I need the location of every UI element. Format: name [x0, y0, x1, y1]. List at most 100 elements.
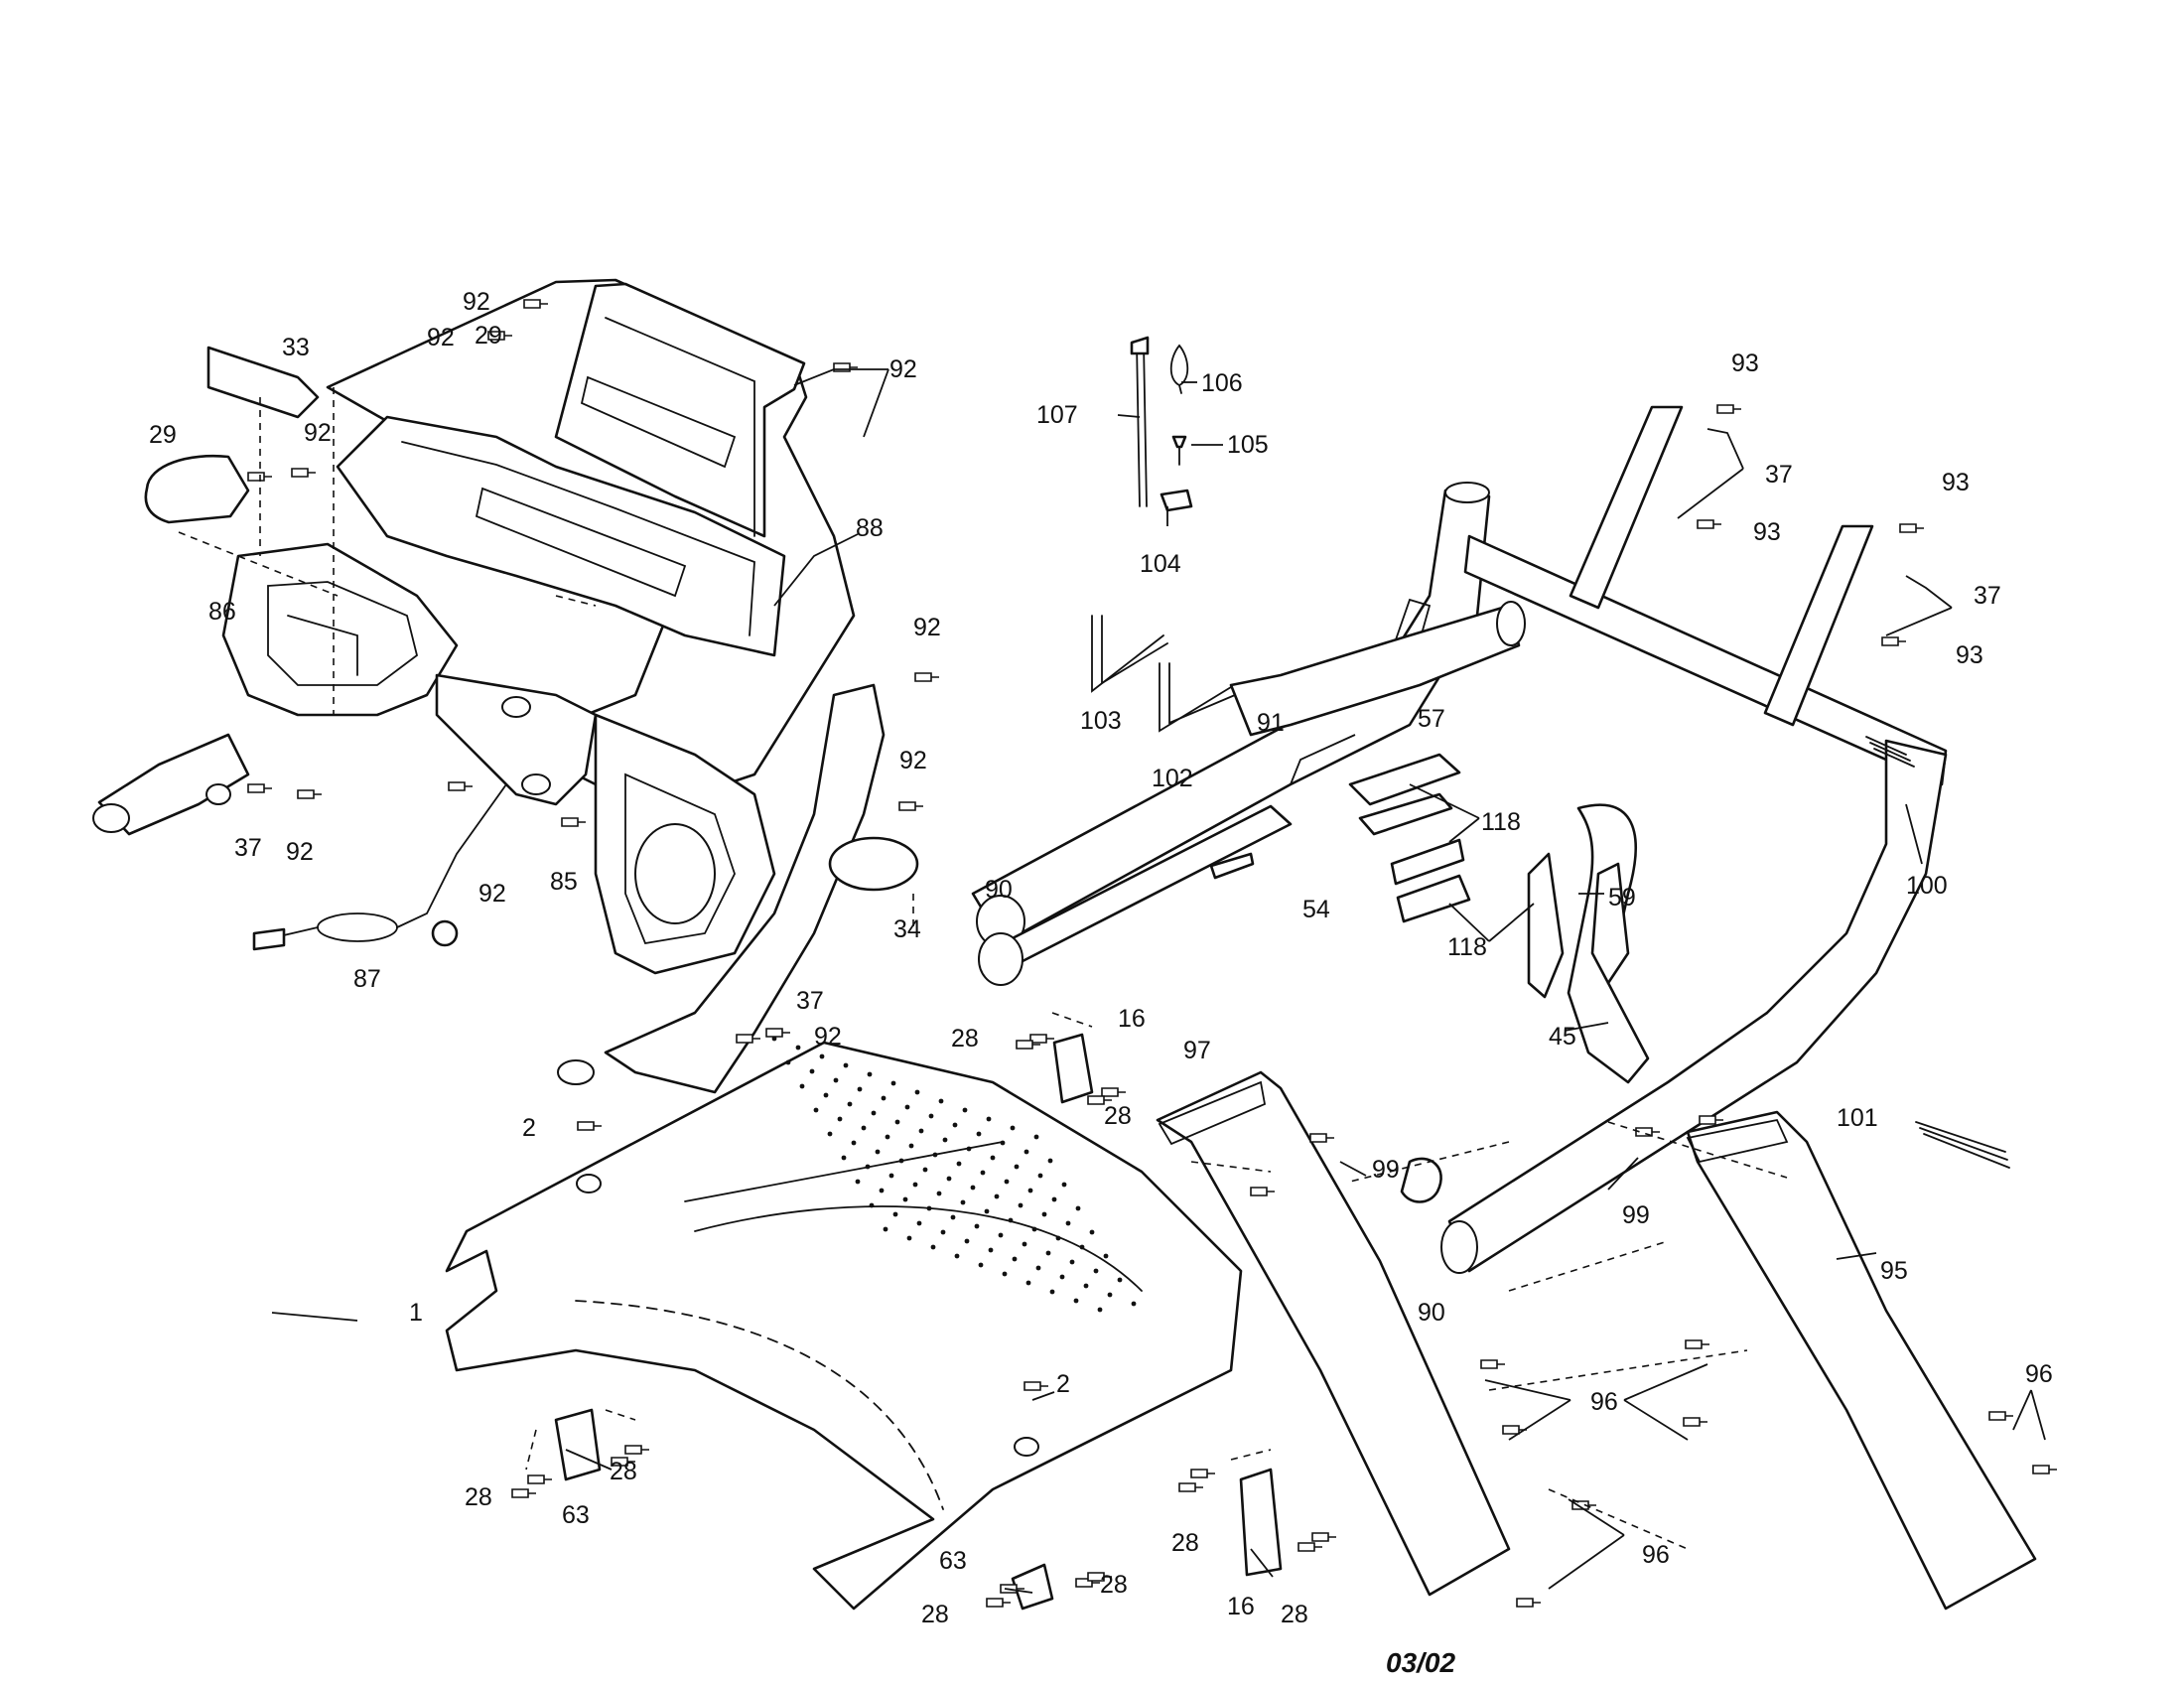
hood-brackets	[525, 1012, 1283, 1611]
screw	[291, 468, 316, 478]
callout-37: 37	[1974, 582, 2001, 610]
screw	[1075, 1578, 1100, 1588]
callout-16: 16	[1227, 1593, 1255, 1620]
vent-dot	[847, 1101, 853, 1107]
screw	[1024, 1381, 1048, 1391]
vent-dot	[1073, 1298, 1079, 1304]
vent-dot	[976, 1131, 982, 1137]
vent-dot	[1055, 1235, 1061, 1241]
vent-dot	[1022, 1241, 1027, 1247]
callout-92: 92	[814, 1023, 842, 1051]
callout-92: 92	[463, 288, 490, 316]
vent-dot	[841, 1155, 847, 1161]
callout-97: 97	[1183, 1037, 1211, 1064]
callout-93: 93	[1956, 641, 1983, 669]
vent-dot	[1027, 1188, 1033, 1193]
callout-2: 2	[522, 1114, 536, 1142]
console-assembly	[92, 278, 886, 1094]
vent-dot	[1065, 1220, 1071, 1226]
vent-dot	[1107, 1292, 1113, 1298]
callout-101: 101	[1837, 1104, 1878, 1132]
screw	[914, 672, 939, 682]
screw	[898, 801, 923, 811]
screw	[765, 1028, 790, 1038]
vent-dot	[1000, 1140, 1006, 1146]
vent-dot	[1024, 1149, 1029, 1155]
vent-dot	[1069, 1259, 1075, 1265]
vent-dot	[926, 1205, 932, 1211]
callout-96: 96	[1642, 1541, 1670, 1569]
callout-34: 34	[893, 915, 921, 943]
vent-dot	[984, 1208, 990, 1214]
vent-dot	[875, 1149, 881, 1155]
callout-92: 92	[478, 880, 506, 908]
callout-37: 37	[234, 834, 262, 862]
callout-86: 86	[208, 598, 236, 626]
vent-dot	[994, 1193, 1000, 1199]
vent-dot	[869, 1202, 875, 1208]
callout-92: 92	[889, 355, 917, 383]
assembly-lines	[178, 387, 1788, 1550]
screw	[1101, 1087, 1126, 1097]
callout-93: 93	[1942, 469, 1970, 496]
handgrip-pads	[144, 346, 320, 524]
screw	[1029, 1034, 1054, 1044]
screw	[1988, 1411, 2013, 1421]
callout-57: 57	[1418, 705, 1445, 733]
callout-28: 28	[1171, 1529, 1199, 1557]
callout-99: 99	[1622, 1201, 1650, 1229]
callout-37: 37	[796, 987, 824, 1015]
vent-dot	[964, 1238, 970, 1244]
screw	[1000, 1584, 1024, 1594]
callout-118: 118	[1447, 933, 1487, 961]
screw	[1699, 1115, 1723, 1125]
screw	[1881, 636, 1906, 646]
screw	[611, 1457, 635, 1467]
callout-92: 92	[304, 419, 332, 447]
screw	[1635, 1127, 1660, 1137]
callout-99: 99	[1372, 1156, 1400, 1184]
vent-dot	[1059, 1274, 1065, 1280]
callout-92: 92	[899, 747, 927, 774]
screw	[561, 817, 586, 827]
callout-37: 37	[1765, 461, 1793, 489]
vent-dot	[914, 1089, 920, 1095]
callout-87: 87	[353, 965, 381, 993]
vent-dot	[867, 1071, 873, 1077]
callout-28: 28	[1100, 1571, 1128, 1599]
small-hardware	[1091, 336, 1236, 733]
callout-102: 102	[1152, 765, 1193, 792]
callout-90: 90	[985, 876, 1013, 904]
vent-dot	[813, 1107, 819, 1113]
vent-dot	[986, 1116, 992, 1122]
vent-dot	[1012, 1256, 1018, 1262]
screw	[1087, 1095, 1112, 1105]
callout-33: 33	[282, 334, 310, 361]
vent-dot	[1097, 1307, 1103, 1313]
screw	[1016, 1040, 1040, 1050]
screw	[523, 299, 548, 309]
callout-92: 92	[427, 324, 455, 351]
vent-dot	[888, 1173, 894, 1179]
vent-dot	[1037, 1173, 1043, 1179]
callout-1: 1	[409, 1299, 423, 1327]
screw	[1697, 519, 1721, 529]
speaker-grill	[828, 836, 919, 892]
callout-54: 54	[1302, 896, 1330, 923]
callout-96: 96	[2025, 1360, 2053, 1388]
screw	[1309, 1133, 1334, 1143]
vent-dot	[879, 1188, 885, 1193]
vent-dot	[837, 1116, 843, 1122]
callout-105: 105	[1227, 431, 1269, 459]
vent-dot	[894, 1119, 900, 1125]
screw	[986, 1598, 1011, 1608]
callout-88: 88	[856, 514, 884, 542]
vent-dot	[861, 1125, 867, 1131]
vent-dot	[883, 1226, 888, 1232]
screw	[1178, 1482, 1203, 1492]
callout-103: 103	[1080, 707, 1122, 735]
vent-dot	[936, 1191, 942, 1196]
screw	[577, 1121, 602, 1131]
screw	[1685, 1339, 1709, 1349]
vent-dot	[942, 1137, 948, 1143]
